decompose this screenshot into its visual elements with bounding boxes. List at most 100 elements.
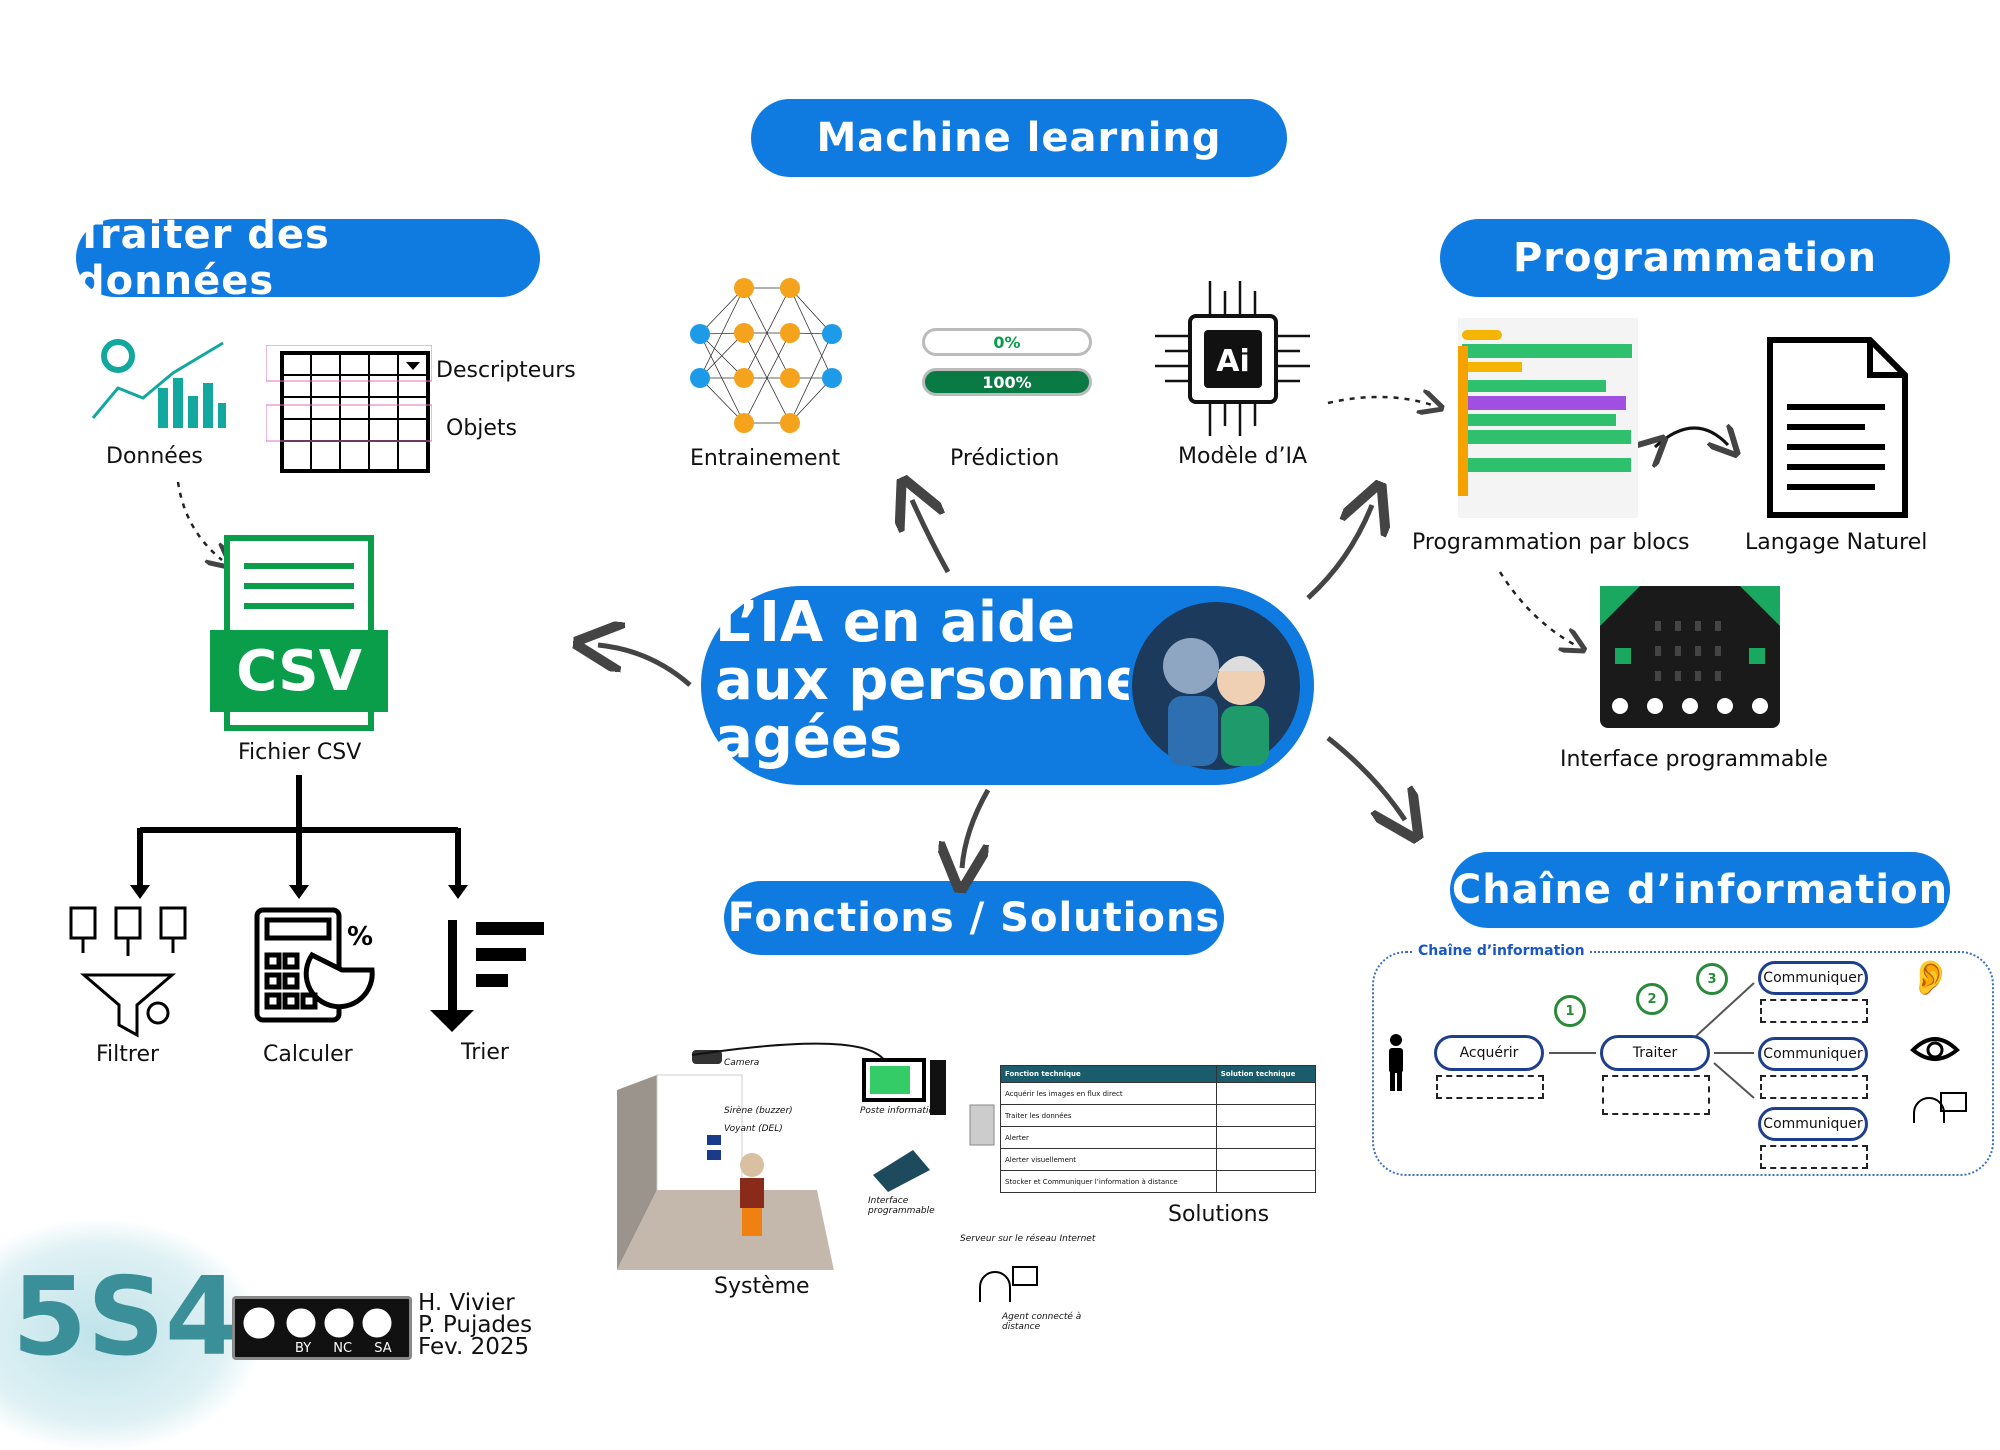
chain-step-traiter: Traiter xyxy=(1600,1035,1710,1071)
date: Fev. 2025 xyxy=(418,1334,530,1360)
label-filtrer: Filtrer xyxy=(96,1042,160,1067)
acquerir-blank xyxy=(1436,1075,1544,1099)
title-line-1: L’IA en aide xyxy=(715,590,1076,655)
traiter-blank xyxy=(1602,1075,1710,1115)
server-icon xyxy=(969,1104,995,1146)
block-programming-screenshot xyxy=(1458,318,1638,518)
cc-icons xyxy=(240,1304,395,1342)
label-solutions: Solutions xyxy=(1168,1202,1270,1227)
central-title: L’IA en aide aux personnes agées xyxy=(701,586,1314,785)
label-fichier-csv: Fichier CSV xyxy=(238,740,362,765)
license-text: BY NC SA xyxy=(295,1341,392,1356)
label-donnees: Données xyxy=(106,444,203,469)
credits: H. Vivier P. Pujades Fev. 2025 xyxy=(418,1290,533,1360)
chain-step-communiquer-2: Communiquer xyxy=(1758,1037,1868,1071)
label-interface-programmable: Interface programmable xyxy=(1560,747,1828,772)
header-chaine-information: Chaîne d’information xyxy=(1450,852,1950,928)
communiquer-3-blank xyxy=(1760,1145,1868,1169)
information-chain-diagram: Chaîne d’information Acquérir Traiter Co… xyxy=(1372,943,1994,1176)
table-cell xyxy=(1215,1126,1317,1149)
communiquer-1-blank xyxy=(1760,999,1868,1023)
label-trier: Trier xyxy=(461,1040,509,1065)
table-cell: Alerter xyxy=(1000,1126,1217,1149)
filter-icon xyxy=(69,906,187,1038)
chain-step-communiquer-3: Communiquer xyxy=(1758,1107,1868,1141)
step-number-1: 1 xyxy=(1554,995,1586,1027)
label-entrainement: Entrainement xyxy=(690,446,841,471)
label-sirene: Sirène (buzzer) xyxy=(724,1106,793,1116)
title-line-2: aux personnes xyxy=(715,648,1177,713)
table-row: Alerter xyxy=(1000,1126,1317,1149)
eye-icon xyxy=(1910,1037,1960,1061)
table-row: Traiter les données xyxy=(1000,1104,1317,1127)
label-interface-sys: Interface programmable xyxy=(868,1196,935,1216)
system-room-illustration xyxy=(617,1042,885,1270)
chain-step-acquerir: Acquérir xyxy=(1434,1035,1544,1071)
label-serveur: Serveur sur le réseau Internet xyxy=(960,1234,1096,1244)
svg-text:%: % xyxy=(347,922,373,952)
sort-icon xyxy=(430,920,544,1032)
table-cell xyxy=(1215,1148,1317,1171)
chain-arrows xyxy=(1549,982,1755,1099)
label-agent: Agent connecté à distance xyxy=(1002,1312,1082,1332)
table-header: Solution technique xyxy=(1215,1065,1317,1083)
table-cell: Traiter les données xyxy=(1000,1104,1217,1127)
progress-bar-empty: 0% xyxy=(922,328,1092,356)
robot-elder-illustration-icon xyxy=(1128,598,1304,774)
table-cell: Acquérir les images en flux direct xyxy=(1000,1082,1217,1105)
person-icon xyxy=(1389,1034,1403,1091)
label-programmation-blocs: Programmation par blocs xyxy=(1412,530,1690,555)
table-cell xyxy=(1215,1170,1317,1193)
label-poste: Poste informatique xyxy=(860,1106,946,1116)
ear-icon: 👂 xyxy=(1909,958,1952,998)
label-modele-ia: Modèle d’IA xyxy=(1178,444,1308,469)
headset-monitor-icon xyxy=(1913,1092,1967,1123)
chip-label: Ai xyxy=(1216,344,1250,379)
table-header: Fonction technique xyxy=(1000,1065,1217,1083)
table-cell xyxy=(1215,1104,1317,1127)
label-systeme: Système xyxy=(714,1274,810,1299)
label-objets: Objets xyxy=(446,416,518,441)
neural-network-icon xyxy=(690,278,842,433)
calculator-icon: % xyxy=(254,907,375,1023)
chain-title: Chaîne d’information xyxy=(1414,943,1589,959)
course-code: 5S4 xyxy=(12,1255,241,1380)
communiquer-2-blank xyxy=(1760,1075,1868,1099)
header-traiter-donnees: Traiter des données xyxy=(76,212,540,304)
chain-step-communiquer-1: Communiquer xyxy=(1758,961,1868,995)
label-langage-naturel: Langage Naturel xyxy=(1745,530,1928,555)
computer-icon xyxy=(862,1058,946,1115)
label-calculer: Calculer xyxy=(263,1042,353,1067)
header-programmation: Programmation xyxy=(1440,219,1950,297)
table-row: Alerter visuellement xyxy=(1000,1148,1317,1171)
spreadsheet-grid-icon xyxy=(266,345,432,473)
microbit-board-icon xyxy=(1600,586,1780,728)
table-row: Stocker et Communiquer l’information à d… xyxy=(1000,1170,1317,1193)
remote-agent-icon xyxy=(979,1266,1038,1302)
label-camera: Camera xyxy=(724,1058,760,1068)
watercolor-background xyxy=(0,1220,260,1450)
csv-badge: CSV xyxy=(210,630,388,712)
table-cell: Alerter visuellement xyxy=(1000,1148,1217,1171)
title-line-3: agées xyxy=(715,706,903,771)
programmable-board-icon xyxy=(873,1150,930,1192)
label-prediction: Prédiction xyxy=(950,446,1060,471)
step-number-3: 3 xyxy=(1696,963,1728,995)
table-cell xyxy=(1215,1082,1317,1105)
table-row: Acquérir les images en flux direct xyxy=(1000,1082,1317,1105)
label-voyant: Voyant (DEL) xyxy=(724,1124,783,1134)
progress-bar-full: 100% xyxy=(922,368,1092,396)
table-cell: Stocker et Communiquer l’information à d… xyxy=(1000,1170,1217,1193)
ai-chip-icon: Ai xyxy=(1155,281,1310,436)
author-1: H. Vivier xyxy=(418,1290,515,1316)
header-fonctions-solutions: Fonctions / Solutions xyxy=(724,881,1224,955)
connector-arrows xyxy=(130,0,2000,899)
cc-license-badge: BY NC SA xyxy=(232,1296,412,1360)
header-machine-learning: Machine learning xyxy=(751,99,1287,177)
step-number-2: 2 xyxy=(1636,983,1668,1015)
data-charts-icon xyxy=(91,339,226,428)
document-icon xyxy=(1767,337,1908,518)
label-descripteurs: Descripteurs xyxy=(436,358,576,383)
author-2: P. Pujades xyxy=(418,1312,533,1338)
